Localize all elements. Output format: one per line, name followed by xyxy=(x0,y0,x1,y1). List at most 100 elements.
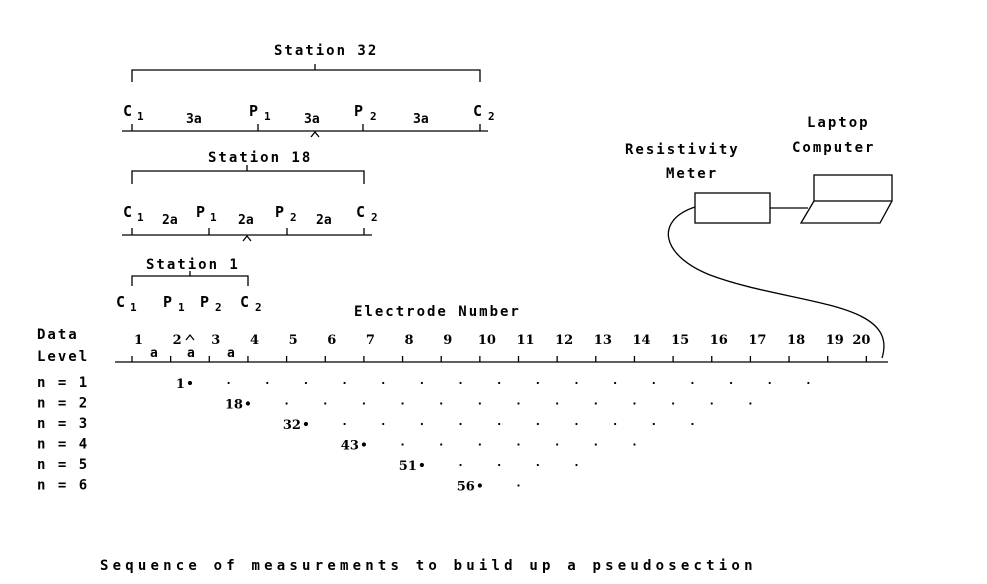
measurement-point xyxy=(614,381,617,385)
station-18-c1-label: C xyxy=(123,203,132,221)
data-level-heading: Data xyxy=(37,327,79,343)
electrode-number: 15 xyxy=(671,333,689,348)
station-1-p1-sub: 1 xyxy=(178,301,185,314)
measurement-point xyxy=(729,381,733,385)
laptop-screen-icon xyxy=(813,174,893,202)
measurement-point xyxy=(807,381,810,385)
measurement-point xyxy=(575,381,578,385)
measurement-point xyxy=(420,422,423,426)
measurement-point xyxy=(594,402,597,405)
station-1-c2-sub: 2 xyxy=(255,301,262,314)
electrode-number: 18 xyxy=(787,333,805,348)
data-level-heading-2: Level xyxy=(37,349,89,365)
measurement-point xyxy=(536,381,539,385)
station-18-c1-sub: 1 xyxy=(137,211,144,224)
measurement-point xyxy=(633,443,636,446)
measurement-point xyxy=(517,443,520,446)
resistivity-meter-icon xyxy=(694,192,771,224)
station-1-spacing-2: a xyxy=(187,346,195,361)
measurement-point xyxy=(303,421,309,427)
station-1-spacing-1: a xyxy=(150,346,158,361)
station-18-c2-label: C xyxy=(356,203,365,221)
measurement-point xyxy=(459,422,462,426)
station-32-midpoint-marker xyxy=(310,130,320,138)
measurement-point xyxy=(362,402,365,405)
electrode-number: 9 xyxy=(443,333,452,348)
measurement-point xyxy=(382,381,385,385)
station-18-p2-sub: 2 xyxy=(290,211,297,224)
electrode-number: 16 xyxy=(710,333,728,348)
electrode-number: 7 xyxy=(366,333,375,348)
station-1-spacing-3: a xyxy=(227,346,235,361)
station-number-label: 43 xyxy=(341,439,359,454)
measurement-point xyxy=(517,402,520,405)
electrode-number: 12 xyxy=(555,333,573,348)
station-1-midpoint-marker xyxy=(185,333,195,341)
measurement-point xyxy=(768,381,771,385)
measurement-point xyxy=(652,422,655,426)
data-level-label: n = 1 xyxy=(37,375,89,391)
measurement-point xyxy=(478,443,481,446)
equipment-group: Resistivity Meter Laptop Computer xyxy=(625,115,893,359)
measurement-point xyxy=(285,402,288,405)
station-32-group: Station 32 C 1 3a P 1 3a P 2 3a C 2 xyxy=(122,43,495,138)
station-32-c1-sub: 1 xyxy=(137,110,144,123)
station-32-spacing-1: 3a xyxy=(186,112,202,127)
measurement-point xyxy=(419,462,424,468)
measurement-point xyxy=(691,381,694,385)
measurement-point xyxy=(361,442,366,447)
measurement-point xyxy=(478,402,481,405)
station-32-c1-label: C xyxy=(123,102,132,120)
electrode-number: 6 xyxy=(327,333,336,348)
measurement-point xyxy=(594,443,597,446)
measurement-point xyxy=(556,402,559,405)
measurement-point xyxy=(459,463,462,467)
data-level-label: n = 6 xyxy=(37,478,89,494)
measurement-point xyxy=(187,380,193,386)
electrode-number: 8 xyxy=(405,333,414,348)
station-1-title: Station 1 xyxy=(146,257,240,273)
measurement-point xyxy=(517,484,520,487)
figure-caption: Sequence of measurements to build up a p… xyxy=(100,558,757,574)
data-level-label: n = 2 xyxy=(37,396,89,412)
station-18-midpoint-marker xyxy=(242,234,252,242)
electrode-number: 11 xyxy=(517,333,535,348)
station-18-group: Station 18 C 1 2a P 1 2a P 2 2a C 2 xyxy=(122,150,378,242)
station-32-title: Station 32 xyxy=(274,43,378,59)
measurement-point xyxy=(245,401,251,406)
station-1-c1-label: C xyxy=(116,293,125,311)
measurement-point xyxy=(440,443,443,446)
station-18-spacing-2: 2a xyxy=(238,213,254,228)
electrode-cable xyxy=(667,206,885,359)
measurement-point xyxy=(401,402,404,405)
measurement-point xyxy=(575,463,578,467)
measurement-point xyxy=(556,443,559,446)
measurement-point xyxy=(459,381,462,385)
station-number-label: 32 xyxy=(283,418,301,433)
measurement-point xyxy=(536,422,539,426)
measurement-point xyxy=(498,422,501,426)
measurement-point xyxy=(382,422,385,426)
electrode-number: 20 xyxy=(852,333,870,348)
resistivity-meter-label: Resistivity xyxy=(625,142,740,158)
measurement-point xyxy=(633,402,636,405)
electrode-number: 10 xyxy=(478,333,496,348)
laptop-label-2: Computer xyxy=(792,140,875,156)
measurement-point xyxy=(343,381,346,385)
measurement-point xyxy=(672,402,675,405)
station-32-bracket xyxy=(131,64,481,82)
data-level-label: n = 4 xyxy=(37,437,89,453)
electrode-number: 2 xyxy=(173,333,182,348)
station-32-p1-label: P xyxy=(249,102,258,120)
data-level-label: n = 3 xyxy=(37,416,89,432)
station-18-bracket xyxy=(131,165,365,184)
station-18-p1-sub: 1 xyxy=(210,211,217,224)
station-32-spacing-3: 3a xyxy=(413,112,429,127)
station-1-p2-label: P xyxy=(200,293,209,311)
measurement-point xyxy=(691,422,694,426)
electrode-number: 13 xyxy=(594,333,612,348)
station-32-line xyxy=(122,124,488,132)
